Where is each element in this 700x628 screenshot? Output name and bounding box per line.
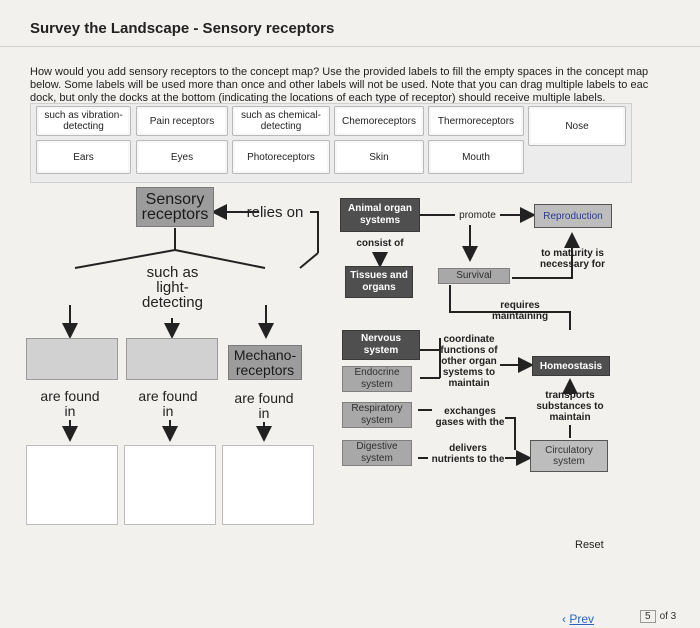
label-mouth[interactable]: Mouth <box>428 140 524 174</box>
label-eyes[interactable]: Eyes <box>136 140 228 174</box>
text-consist-of: consist of <box>356 238 404 249</box>
label-photoreceptors[interactable]: Photoreceptors <box>232 140 330 174</box>
label-thermoreceptors[interactable]: Thermoreceptors <box>428 106 524 136</box>
label-pain-receptors[interactable]: Pain receptors <box>136 106 228 136</box>
prev-label: Prev <box>569 612 595 626</box>
label-ears[interactable]: Ears <box>36 140 131 174</box>
drop-slot-2[interactable] <box>126 338 218 380</box>
label-skin[interactable]: Skin <box>334 140 424 174</box>
page-number[interactable]: 5 <box>640 610 656 623</box>
text-delivers: delivers nutrients to the <box>431 443 505 465</box>
text-found-in-3: are found in <box>234 390 294 421</box>
text-promote: promote <box>459 210 496 221</box>
page-title: Survey the Landscape - Sensory receptors <box>30 20 335 37</box>
text-transports: transports substances to maintain <box>536 390 604 423</box>
node-digestive-system: Digestive system <box>342 440 412 466</box>
label-chemical-detecting[interactable]: such as chemical-detecting <box>232 106 330 136</box>
prev-button[interactable]: ‹ Prev <box>562 612 595 626</box>
divider <box>0 46 700 47</box>
text-coordinate: coordinate functions of other organ syst… <box>440 334 498 389</box>
label-chemoreceptors[interactable]: Chemoreceptors <box>334 106 424 136</box>
label-nose[interactable]: Nose <box>528 106 626 146</box>
node-survival: Survival <box>438 268 510 284</box>
text-requires-maintaining: requires maintaining <box>491 300 549 322</box>
node-sensory-receptors: Sensory receptors <box>136 187 214 227</box>
text-relies-on: relies on <box>246 204 304 221</box>
text-found-in-1: are found in <box>40 388 100 419</box>
node-respiratory-system: Respiratory system <box>342 402 412 428</box>
dock-bottom-2[interactable] <box>124 445 216 525</box>
label-vibration-detecting[interactable]: such as vibration-detecting <box>36 106 131 136</box>
page-of: of 3 <box>659 611 677 622</box>
node-mechanoreceptors: Mechano-receptors <box>228 345 302 380</box>
text-to-maturity: to maturity is necessary for <box>539 248 606 270</box>
node-animal-organ-systems: Animal organ systems <box>340 198 420 232</box>
text-exchanges: exchanges gases with the <box>435 406 505 428</box>
instructions: How would you add sensory receptors to t… <box>30 66 649 104</box>
node-circulatory-system: Circulatory system <box>530 440 608 472</box>
text-found-in-2: are found in <box>138 388 198 419</box>
node-nervous-system: Nervous system <box>342 330 420 360</box>
node-reproduction: Reproduction <box>534 204 612 228</box>
dock-bottom-3[interactable] <box>222 445 314 525</box>
node-tissues-and-organs: Tissues and organs <box>345 266 413 298</box>
drop-slot-1[interactable] <box>26 338 118 380</box>
node-endocrine-system: Endocrine system <box>342 366 412 392</box>
dock-bottom-1[interactable] <box>26 445 118 525</box>
reset-button[interactable]: Reset <box>575 539 604 551</box>
text-such-as-light: such as light-detecting <box>142 264 203 311</box>
node-homeostasis: Homeostasis <box>532 356 610 376</box>
